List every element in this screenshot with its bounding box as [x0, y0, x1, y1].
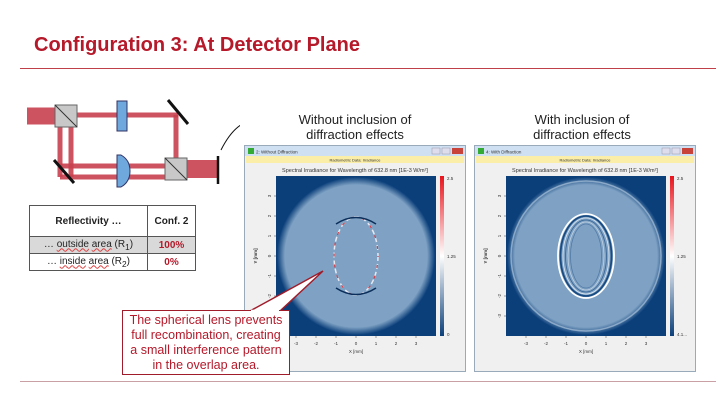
- window-title: 2: Without Diffraction: [256, 150, 298, 155]
- footer-divider: [20, 381, 716, 382]
- overlap-ellipse-red: [333, 216, 379, 296]
- subtitle-strip: [246, 156, 464, 163]
- interference-fringe: [562, 217, 610, 295]
- x-tick-label: -3: [524, 341, 528, 346]
- maximize-button[interactable]: [441, 147, 451, 155]
- x-tick-label: -2: [314, 341, 318, 346]
- title-bar: [475, 146, 695, 156]
- colorbar-label: 0: [447, 332, 450, 337]
- colorbar: [670, 176, 674, 336]
- x-tick-label: 0: [585, 341, 588, 346]
- interference-fringe: [559, 215, 613, 297]
- window-subtitle: Radiometric Data: Irradiance: [560, 158, 612, 163]
- y-tick-label: -3: [497, 314, 502, 318]
- x-tick-label: -1: [564, 341, 568, 346]
- y-tick-label: 2: [267, 214, 272, 217]
- edge-ring: [510, 180, 662, 332]
- y-tick-label: 1: [497, 234, 502, 237]
- x-tick-label: 0: [355, 341, 358, 346]
- y-tick-label: -2: [497, 294, 502, 298]
- colorbar-label: 1.25: [677, 254, 686, 259]
- y-tick-label: -2: [267, 294, 272, 298]
- y-tick-label: 0: [267, 254, 272, 257]
- colorbar-label: 1.25: [447, 254, 456, 259]
- minimize-button[interactable]: [431, 147, 441, 155]
- header-reflectivity: Reflectivity …: [29, 205, 148, 237]
- x-tick-label: 1: [605, 341, 608, 346]
- colorbar-label: 2.5: [447, 176, 454, 181]
- pointer-arrow: [220, 124, 240, 151]
- row-value: 0%: [147, 253, 196, 271]
- x-tick-label: 2: [395, 341, 398, 346]
- x-tick-label: -2: [544, 341, 548, 346]
- y-axis-label: Y [mm]: [253, 248, 258, 264]
- phase-plate: [116, 100, 128, 132]
- colorbar: [440, 176, 444, 336]
- colorbar-label: 2.5: [677, 176, 684, 181]
- close-button[interactable]: [682, 148, 693, 154]
- interference-fringe: [567, 221, 605, 291]
- interference-fringe: [565, 219, 607, 293]
- spherical-lens: [116, 154, 131, 188]
- minimize-button[interactable]: [661, 147, 671, 155]
- window-title: 4: With Diffraction: [486, 150, 522, 155]
- y-tick-label: 3: [267, 194, 272, 197]
- plot-title: Spectral Irradiance for Wavelength of 63…: [282, 168, 428, 174]
- x-tick-label: 3: [645, 341, 648, 346]
- y-tick-label: 3: [497, 194, 502, 197]
- beam-splitter-diagonal: [54, 104, 78, 128]
- row-label: … inside area (R2): [29, 253, 148, 271]
- x-tick-label: 2: [625, 341, 628, 346]
- y-axis-label: Y [mm]: [483, 248, 488, 264]
- beam-disc: [277, 177, 435, 335]
- y-tick-label: -1: [497, 274, 502, 278]
- colorbar-label: 4.1...: [677, 332, 687, 337]
- beam-splitter-diagonal: [164, 157, 188, 181]
- optical-setup-diagram: [27, 99, 240, 188]
- x-tick-label: -3: [294, 341, 298, 346]
- mirror-bottom: [52, 159, 76, 184]
- table-row: … inside area (R2) 0%: [29, 253, 196, 271]
- interference-fringe: [570, 223, 602, 289]
- app-icon: [248, 148, 254, 154]
- x-tick-label: -1: [334, 341, 338, 346]
- header-conf2: Conf. 2: [147, 205, 196, 237]
- plot-title: Spectral Irradiance for Wavelength of 63…: [512, 168, 658, 174]
- y-tick-label: 0: [497, 254, 502, 257]
- mirror-top: [166, 99, 190, 125]
- y-tick-label: 1: [267, 234, 272, 237]
- slide-title: Configuration 3: At Detector Plane: [34, 34, 360, 56]
- x-axis-label: X [mm]: [349, 349, 363, 354]
- x-axis-label: X [mm]: [579, 349, 593, 354]
- subtitle-strip: [476, 156, 694, 163]
- beam-disc: [507, 177, 665, 335]
- ellipse-edge: [335, 287, 377, 296]
- x-tick-label: 1: [375, 341, 378, 346]
- maximize-button[interactable]: [671, 147, 681, 155]
- reflectivity-table: Reflectivity … Conf. 2 … outside area (R…: [29, 205, 196, 271]
- title-bar: [245, 146, 465, 156]
- title-divider: [20, 68, 716, 69]
- y-tick-label: -1: [267, 274, 272, 278]
- ellipse-edge: [335, 216, 377, 225]
- close-button[interactable]: [452, 148, 463, 154]
- window-subtitle: Radiometric Data: Irradiance: [330, 158, 382, 163]
- app-icon: [478, 148, 484, 154]
- x-tick-label: 3: [415, 341, 418, 346]
- row-value: 100%: [147, 236, 196, 254]
- interference-fringe: [557, 213, 615, 299]
- y-tick-label: 2: [497, 214, 502, 217]
